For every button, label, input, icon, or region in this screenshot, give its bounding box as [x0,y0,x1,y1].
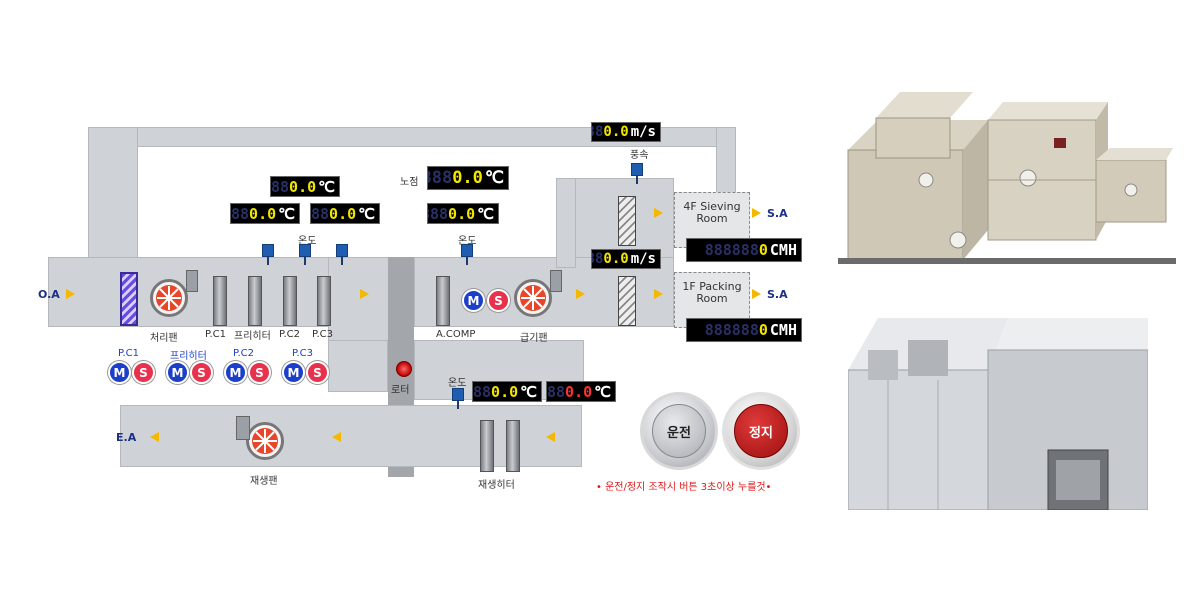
arrow-sa-bottom-icon [752,289,761,299]
coil-pc1-icon [213,276,227,326]
run-button-label: 운전 [667,425,691,441]
ms-label-pc3: P.C3 [292,348,313,359]
supply-fan-motor-badge[interactable]: M [462,289,485,312]
equipment-photo-bottom [848,310,1148,510]
pc3-switch-badge[interactable]: S [306,361,329,384]
acomp-coil-icon [436,276,450,326]
readout-wind-mid: 880.0m/s [591,249,661,269]
pc2-motor-badge[interactable]: M [224,361,247,384]
process-fan-icon[interactable] [150,279,188,317]
supply-fan-icon[interactable] [514,279,552,317]
label-sa-top: S.A [767,207,788,220]
readout-wind-top: 880.0m/s [591,122,661,142]
rotor-icon[interactable] [396,361,412,377]
damper-top-icon [618,196,636,246]
label-temp-regen: 온도 [448,378,467,389]
label-sa-bottom: S.A [767,288,788,301]
label-regen-heater: 재생히터 [478,480,515,491]
process-fan-housing [186,270,198,292]
arrow-ea-icon [150,432,159,442]
arrow-regen-in-icon [546,432,555,442]
regen-heater-coil-2-icon [506,420,520,472]
coil-pc2-icon [283,276,297,326]
label-temp-mid: 온도 [458,236,477,247]
arrow-process-icon [360,289,369,299]
sensor-temp-2-icon [299,244,311,265]
label-pc3: P.C3 [312,329,333,340]
label-supply-fan: 급기팬 [520,333,548,344]
ms-label-preheater: 프리히터 [170,351,207,362]
damper-bottom-icon [618,276,636,326]
label-pc1: P.C1 [205,329,226,340]
arrow-room-bottom-in-icon [654,289,663,299]
regen-fan-icon[interactable] [246,422,284,460]
label-temp-top: 온도 [298,236,317,247]
label-oa: O.A [38,288,60,301]
press-notice: • 운전/정지 조작시 버튼 3초이상 누를것• [596,482,772,493]
run-button[interactable]: 운전 [640,392,718,470]
ms-label-pc1: P.C1 [118,348,139,359]
preheater-icon [248,276,262,326]
sensor-wind-icon [631,163,643,184]
preheater-motor-badge[interactable]: M [166,361,189,384]
label-regen-fan: 재생팬 [250,476,278,487]
arrow-sa-top-icon [752,208,761,218]
regen-heater-coil-1-icon [480,420,494,472]
sensor-temp-mid-icon [461,244,473,265]
inlet-filter-icon [120,272,138,326]
regen-fan-housing [236,416,250,440]
sensor-temp-regen-icon [452,388,464,409]
arrow-supply-icon [576,289,585,299]
stop-button[interactable]: 정지 [722,392,800,470]
label-process-fan: 처리팬 [150,333,178,344]
supply-fan-housing [550,270,562,292]
sensor-temp-3-icon [336,244,348,265]
arrow-room-top-in-icon [654,208,663,218]
label-pc2: P.C2 [279,329,300,340]
stop-button-label: 정지 [749,425,773,441]
label-dew-point: 노점 [400,177,419,188]
pc1-switch-badge[interactable]: S [132,361,155,384]
equipment-photo-top [838,80,1176,270]
coil-pc3-icon [317,276,331,326]
preheater-switch-badge[interactable]: S [190,361,213,384]
supply-fan-switch-badge[interactable]: S [487,289,510,312]
arrow-oa-icon [66,289,75,299]
pc2-switch-badge[interactable]: S [248,361,271,384]
label-preheater: 프리히터 [234,331,271,342]
label-wind-speed: 풍속 [630,150,649,161]
pc1-motor-badge[interactable]: M [108,361,131,384]
label-rotor: 로터 [391,385,410,396]
label-ea: E.A [116,431,137,444]
ms-label-pc2: P.C2 [233,348,254,359]
sensor-temp-1-icon [262,244,274,265]
label-acomp: A.COMP [436,329,476,340]
pc3-motor-badge[interactable]: M [282,361,305,384]
arrow-regen-mid-icon [332,432,341,442]
